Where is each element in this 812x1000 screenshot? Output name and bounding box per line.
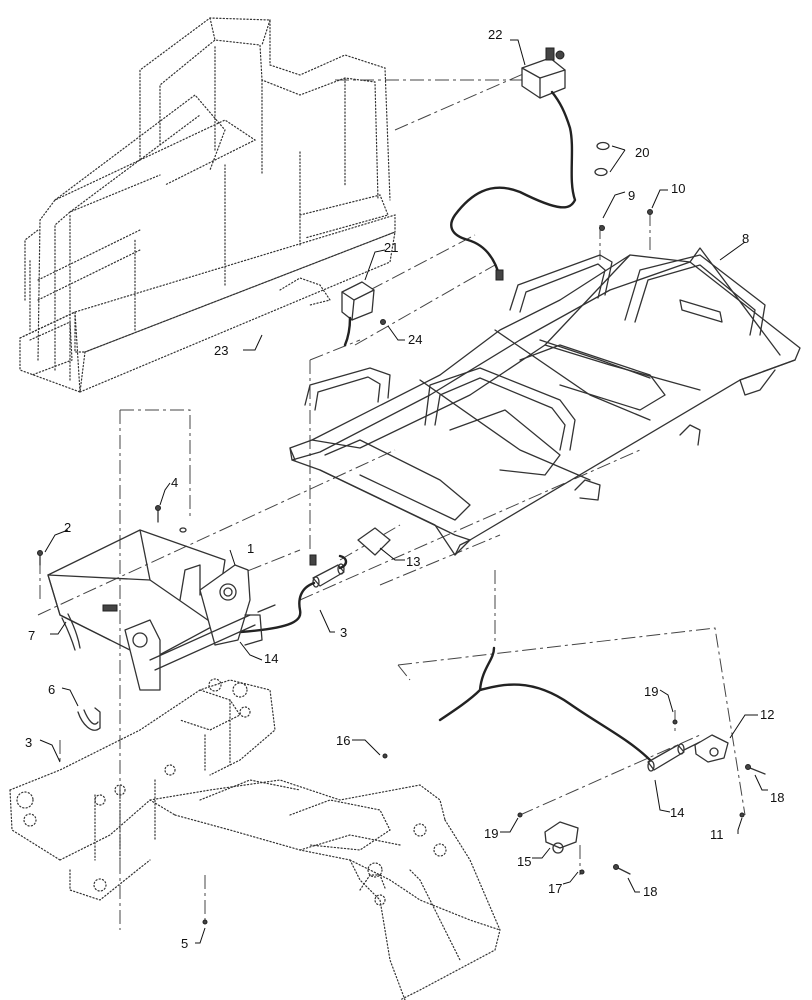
callout-19-right: 19 (644, 684, 658, 699)
leader-lines (39, 39, 768, 944)
callout-14-left: 14 (264, 651, 278, 666)
item-13-plate (357, 527, 391, 556)
callout-9: 9 (628, 188, 635, 203)
callout-23: 23 (214, 343, 228, 358)
item-6-clip (77, 707, 101, 731)
callout-22: 22 (488, 27, 502, 42)
callout-3-upper: 3 (340, 625, 347, 640)
platform-assembly (19, 17, 396, 393)
callout-labels: 22 20 9 10 8 21 24 23 4 1 2 13 7 3 14 6 … (25, 27, 784, 951)
callout-3-lower: 3 (25, 735, 32, 750)
item-8-frame (289, 247, 801, 556)
callout-24: 24 (408, 332, 422, 347)
callout-10: 10 (671, 181, 685, 196)
callout-14-right: 14 (670, 805, 684, 820)
callout-11: 11 (710, 827, 724, 842)
callout-17: 17 (548, 881, 562, 896)
callout-6: 6 (48, 682, 55, 697)
callout-8: 8 (742, 231, 749, 246)
callout-20: 20 (635, 145, 649, 160)
callout-7: 7 (28, 628, 35, 643)
callout-19-left: 19 (484, 826, 498, 841)
callout-21: 21 (384, 240, 398, 255)
item-20-rings (594, 141, 610, 177)
callout-2: 2 (64, 520, 71, 535)
item-22-junction-box (450, 47, 577, 281)
callout-13: 13 (406, 554, 420, 569)
chassis (9, 678, 501, 1000)
callout-4: 4 (171, 475, 178, 490)
item-21-switch-box (341, 281, 375, 347)
callout-18-left: 18 (643, 884, 657, 899)
callout-5: 5 (181, 936, 188, 951)
callout-1: 1 (247, 541, 254, 556)
item-7-strip (61, 613, 81, 651)
phantom-lines (37, 59, 746, 930)
right-cylinder-assembly (202, 209, 766, 925)
callout-15: 15 (517, 854, 531, 869)
callout-18-right: 18 (770, 790, 784, 805)
callout-12: 12 (760, 707, 774, 722)
callout-16: 16 (336, 733, 350, 748)
seat-base-bracket (37, 505, 276, 691)
cylinder-left (238, 554, 348, 634)
